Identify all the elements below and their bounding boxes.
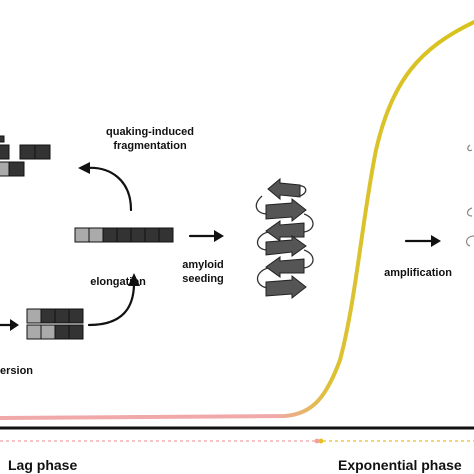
beta-strand-arrow bbox=[265, 256, 305, 278]
fragmentation-arrow bbox=[84, 166, 133, 212]
conversion-arrowhead bbox=[10, 319, 19, 331]
monomer-block bbox=[74, 227, 90, 243]
monomer-block bbox=[144, 227, 160, 243]
seed-block bbox=[68, 308, 84, 324]
amplification-arrowhead bbox=[431, 235, 441, 247]
beta-strand-arrow bbox=[265, 274, 307, 300]
fragmentation-label-line2: fragmentation bbox=[113, 140, 187, 152]
fragmentation-label-line1: quaking-induced bbox=[106, 126, 194, 138]
arrowheads bbox=[10, 162, 441, 331]
lag-phase-label: Lag phase bbox=[8, 457, 78, 473]
beta-strand-arrow bbox=[265, 220, 305, 242]
exponential-phase-label: Exponential phase bbox=[338, 457, 462, 473]
fragment-block bbox=[34, 144, 51, 160]
seed-block bbox=[26, 308, 42, 324]
fragment-block bbox=[0, 161, 10, 177]
monomer-block bbox=[130, 227, 146, 243]
fragment-block bbox=[8, 161, 25, 177]
elongation-label: elongation bbox=[90, 276, 146, 288]
elongation-arrow bbox=[87, 281, 136, 327]
elongation-arrowhead bbox=[128, 273, 140, 286]
monomer-block bbox=[116, 227, 132, 243]
beta-strands bbox=[265, 177, 307, 300]
amyloid-fibril bbox=[255, 177, 314, 300]
exponential-phase-start-dot bbox=[318, 438, 324, 444]
seed-block bbox=[40, 308, 56, 324]
amplification-label: amplification bbox=[384, 267, 452, 279]
seeding-arrowhead bbox=[214, 230, 224, 242]
seed-block bbox=[26, 324, 42, 340]
monomer-block bbox=[102, 227, 118, 243]
seed-block bbox=[54, 308, 70, 324]
aggregation-curve bbox=[0, 20, 474, 420]
beta-strand-arrow bbox=[267, 177, 301, 201]
amplified-fibrils-partial bbox=[465, 144, 474, 247]
lag-phase-end-dot bbox=[314, 438, 320, 444]
fragmentation-arrowhead bbox=[78, 162, 90, 174]
seed-block bbox=[40, 324, 56, 340]
amyloid-seeding-label-line2: seeding bbox=[182, 273, 224, 285]
fibril-loops bbox=[255, 185, 314, 289]
fragment-block bbox=[0, 144, 10, 160]
beta-strand-arrow bbox=[265, 235, 307, 257]
conversion-label: ersion bbox=[0, 365, 34, 377]
elongated-polymer bbox=[74, 227, 174, 243]
beta-strand-arrow bbox=[265, 197, 307, 223]
fragment-block bbox=[0, 135, 5, 143]
fragment-block bbox=[19, 144, 36, 160]
seed-block bbox=[68, 324, 84, 340]
monomer-block bbox=[158, 227, 174, 243]
fragmented-aggregates bbox=[0, 135, 51, 177]
monomer-block bbox=[88, 227, 104, 243]
amyloid-seeding-label-line1: amyloid bbox=[182, 259, 224, 271]
process-arrows bbox=[0, 166, 434, 327]
seed-aggregate bbox=[26, 308, 84, 340]
seed-block bbox=[54, 324, 70, 340]
